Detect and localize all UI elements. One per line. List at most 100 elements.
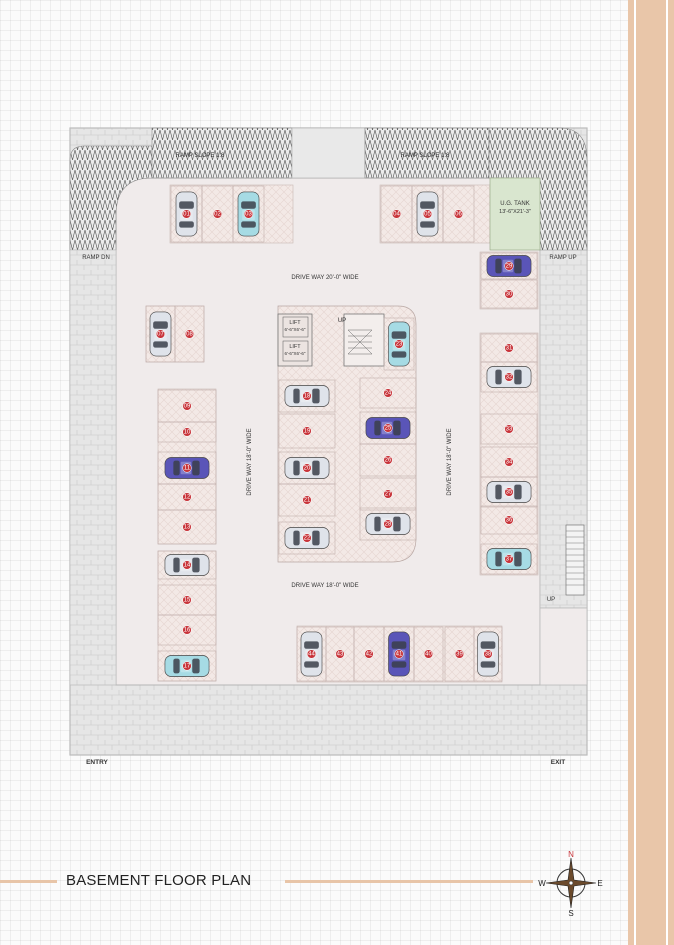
space-marker [394,339,404,349]
right-lower-strip [539,607,588,686]
space-number: 27 [385,491,392,497]
space-number: 05 [424,211,431,217]
ramp-gap-left [291,127,366,179]
space-number: 36 [506,517,513,523]
ramp-right [364,127,490,179]
parking-space-39 [444,626,475,682]
stair-up-right-label: UP [547,597,555,603]
lift-core [277,313,313,367]
space-marker [302,533,312,543]
space-marker [182,625,192,635]
drive-bottom-label: DRIVE WAY 18'-0" WIDE [291,583,358,589]
space-number: 02 [214,211,221,217]
space-marker [504,424,514,434]
space-marker [302,426,312,436]
space-marker [394,649,404,659]
lift-2-label: LIFT [289,344,301,350]
stair-core [343,313,385,367]
space-marker [504,554,514,564]
parking-space-17 [157,650,217,682]
space-number: 39 [456,651,463,657]
space-number: 20 [304,465,311,471]
space-marker [383,455,393,465]
space-marker [422,209,433,219]
parking-space-37 [480,543,538,575]
space-number: 09 [184,403,191,409]
parking-space-13 [157,509,217,545]
decorative-stripe-line [666,0,668,945]
parking-space-23 [383,317,415,371]
space-number: 18 [304,393,311,399]
space-marker [181,209,192,219]
parking-space-30 [480,279,538,309]
parking-space-29 [480,252,538,280]
space-number: 04 [393,211,400,217]
space-marker [155,329,166,339]
exit-stair-treads [566,530,584,586]
compass-e: E [597,879,602,888]
parking-space-22 [278,521,336,555]
ramp-slope-right-label: RAMP SLOPE 1:8 [401,153,451,159]
compass-n: N [568,850,574,859]
parking-space-06 [442,185,475,243]
parking-space-36 [480,505,538,535]
space-number: 24 [385,390,392,396]
ramp-dn-label: RAMP DN [82,255,110,261]
space-marker [504,515,514,525]
parking-space-44 [296,626,327,682]
exit-stair [565,524,585,596]
space-marker [504,261,514,271]
space-number: 29 [506,263,513,269]
space-number: 01 [183,211,190,217]
space-number: 11 [184,465,191,471]
space-number: 30 [506,291,513,297]
space-number: 15 [184,597,191,603]
parking-space-10 [157,421,217,443]
page-title: BASEMENT FLOOR PLAN [66,872,252,889]
space-marker [182,401,192,411]
space-marker [302,495,312,505]
space-number: 31 [506,345,513,351]
ramp-left-strip [69,249,117,686]
title-rule-left [0,880,57,883]
space-marker [383,519,393,529]
space-number: 16 [184,627,191,633]
space-number: 32 [506,374,513,380]
space-number: 38 [485,651,492,657]
drive-right-label: DRIVE WAY 18'-0" WIDE [447,428,453,495]
space-number: 12 [184,494,191,500]
space-marker [335,649,345,659]
parking-space-28 [359,507,417,541]
parking-space-08 [174,305,205,363]
stair-treads [347,329,373,355]
stair-up-label: UP [338,318,346,324]
ramp-slope-left-label: RAMP SLOPE 1:8 [176,153,226,159]
title-rule-right [285,880,533,883]
space-number: 22 [304,535,311,541]
space-marker [182,492,192,502]
compass-rose: N S W E [538,850,602,918]
space-marker [184,329,195,339]
space-marker [212,209,223,219]
space-marker [364,649,374,659]
lift-1-label: LIFT [289,320,301,326]
space-marker [504,457,514,467]
parking-space-26 [359,443,417,477]
ramp-left [151,127,293,179]
parking-space-03 [232,185,265,243]
parking-space-21 [278,483,336,517]
space-marker [182,560,192,570]
parking-space-24 [359,377,417,409]
parking-space-14 [157,550,217,580]
space-marker [504,372,514,382]
space-marker [182,661,192,671]
space-number: 26 [385,457,392,463]
compass-w: W [538,879,546,888]
space-marker [391,209,402,219]
parking-space-18 [278,379,336,413]
space-number: 03 [245,211,252,217]
space-number: 43 [337,651,344,657]
space-marker [302,391,312,401]
space-number: 17 [184,663,191,669]
